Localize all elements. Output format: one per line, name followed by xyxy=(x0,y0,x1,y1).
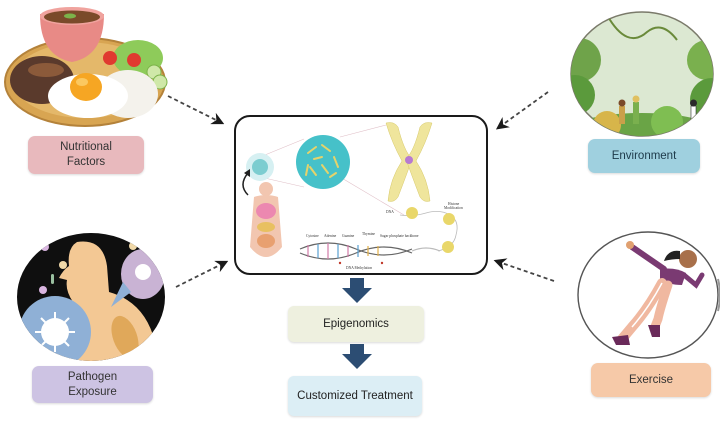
exercise-label: Exercise xyxy=(591,363,711,397)
down-arrow-1 xyxy=(342,278,372,303)
backbone-label: Sugar phosphate backbone xyxy=(380,234,419,238)
chromosome-icon xyxy=(385,122,433,202)
adenine-label: Adenine xyxy=(324,234,337,238)
label-line: Pathogen xyxy=(67,370,118,383)
environment-label: Environment xyxy=(588,139,700,173)
exercise-illustration xyxy=(572,229,720,359)
vine xyxy=(606,14,678,41)
methyl-mark xyxy=(338,261,342,265)
guanine-label: Guanine xyxy=(342,234,355,238)
arrow-environment-to-center xyxy=(495,91,549,130)
runner-shoe xyxy=(612,335,630,345)
customized-treatment-label: Customized Treatment xyxy=(297,390,413,402)
label-line: Nutritional xyxy=(60,141,112,154)
nutritional-factors-illustration xyxy=(0,0,175,130)
dna-methylation-label: DNA Methylation xyxy=(346,266,372,270)
label-line: Exercise xyxy=(628,373,674,386)
tree xyxy=(571,38,601,82)
person xyxy=(619,106,625,124)
epigenomics-label: Epigenomics xyxy=(323,318,389,330)
label-line: Exposure xyxy=(68,385,117,398)
arrow-exercise-to-center xyxy=(493,258,555,282)
epigenetics-panel: Cytosine Adenine Guanine Thymine Sugar p… xyxy=(234,115,488,275)
histone-icon xyxy=(406,207,418,219)
dna-strand xyxy=(299,242,441,260)
label-line: Factors xyxy=(66,156,106,168)
arrow-pathogen-to-center xyxy=(175,260,229,288)
soup-bowl xyxy=(40,14,104,62)
tomato xyxy=(103,51,117,65)
epigenetics-illustration: Cytosine Adenine Guanine Thymine Sugar p… xyxy=(242,122,463,270)
modification-label: Modification xyxy=(444,206,463,210)
customized-treatment-box: Customized Treatment xyxy=(288,376,422,416)
thymine-label: Thymine xyxy=(362,232,375,236)
curved-arrow xyxy=(242,172,249,196)
dna-label: DNA xyxy=(386,210,394,214)
runner-head xyxy=(679,250,697,268)
methyl-mark xyxy=(380,261,384,265)
down-arrow-2 xyxy=(342,344,372,369)
histone-label: Histone xyxy=(448,202,460,206)
pathogen-exposure-illustration xyxy=(15,232,167,362)
human-body-icon xyxy=(250,182,282,257)
arrow-nutritional-to-center xyxy=(167,95,225,125)
nucleus-icon xyxy=(296,135,350,189)
epigenomics-box: Epigenomics xyxy=(288,306,424,342)
environment-illustration xyxy=(567,10,717,138)
cytosine-label: Cytosine xyxy=(306,234,319,238)
label-line: Environment xyxy=(611,149,677,162)
